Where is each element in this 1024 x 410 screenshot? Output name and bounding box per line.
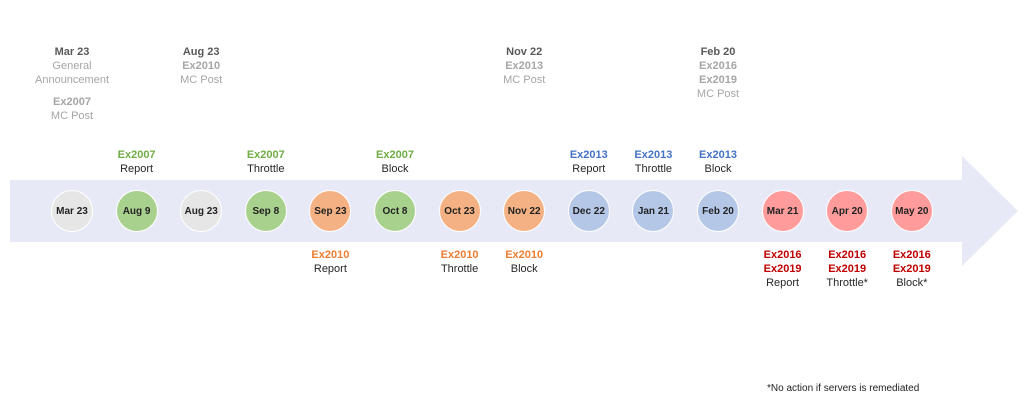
label-line: MC Post bbox=[50, 110, 94, 122]
label-line: Ex2007 bbox=[117, 149, 156, 161]
milestone-circle: Oct 23 bbox=[438, 190, 481, 232]
label-line: Report bbox=[766, 277, 800, 289]
label-line: Ex2007 bbox=[246, 149, 285, 161]
label-line: General bbox=[52, 60, 92, 72]
label-line: Announcement bbox=[35, 74, 109, 86]
label-line: Ex2010 bbox=[505, 249, 544, 261]
label-line: Throttle* bbox=[826, 277, 868, 289]
label-line: Ex2013 bbox=[569, 149, 608, 161]
label-line: Ex2019 bbox=[763, 263, 802, 275]
label-line: Nov 22 bbox=[506, 46, 543, 58]
label-line: Ex2013 bbox=[505, 60, 544, 72]
label-line: Report bbox=[313, 263, 347, 275]
label-line: Ex2016 bbox=[828, 249, 867, 261]
milestone-circle: May 20 bbox=[890, 190, 933, 232]
label-line: Report bbox=[120, 163, 154, 175]
label-line: Throttle bbox=[247, 163, 285, 175]
label-line: Feb 20 bbox=[700, 46, 736, 58]
milestone-circle: Feb 20 bbox=[697, 190, 739, 232]
label-line: Ex2010 bbox=[182, 60, 221, 72]
label-line: Ex2010 bbox=[311, 249, 350, 261]
milestone-circle: Aug 23 bbox=[180, 190, 223, 232]
milestone-circle: Nov 22 bbox=[503, 190, 546, 232]
label-line: Throttle bbox=[440, 263, 479, 275]
label-line: Ex2019 bbox=[699, 74, 737, 86]
label-line: Block bbox=[704, 163, 732, 175]
label-line: Ex2016 bbox=[699, 60, 737, 72]
label-line: Throttle bbox=[634, 163, 673, 175]
label-line: Ex2013 bbox=[699, 149, 737, 161]
label-line: Ex2013 bbox=[634, 149, 673, 161]
label-line: Ex2016 bbox=[892, 249, 931, 261]
label-line: Ex2007 bbox=[376, 149, 414, 161]
label-line: Ex2019 bbox=[892, 263, 931, 275]
label-line: MC Post bbox=[503, 74, 546, 86]
label-line: Report bbox=[572, 163, 606, 175]
label-line: Ex2007 bbox=[53, 96, 91, 108]
footnote: *No action if servers is remediated bbox=[767, 383, 920, 394]
label-line: Mar 23 bbox=[54, 46, 90, 58]
label-line: Aug 23 bbox=[182, 46, 220, 58]
label-line: Block bbox=[381, 163, 409, 175]
label-line: MC Post bbox=[180, 74, 223, 86]
milestone-circle: Mar 23 bbox=[51, 190, 93, 232]
milestone-circle: Aug 9 bbox=[115, 190, 158, 232]
announcement-note: Nov 22 Ex2013 MC Post bbox=[469, 45, 579, 87]
label-line: Ex2016 bbox=[763, 249, 802, 261]
milestone-circle: Dec 22 bbox=[567, 190, 610, 232]
milestone-circle: Jan 21 bbox=[632, 190, 675, 232]
milestone-circle: Sep 23 bbox=[309, 190, 352, 232]
milestone-circle: Mar 21 bbox=[761, 190, 804, 232]
label-line: Ex2010 bbox=[440, 249, 479, 261]
announcement-note: Aug 23 Ex2010 MC Post bbox=[146, 45, 256, 87]
spacer bbox=[17, 87, 127, 95]
milestone-circle: Apr 20 bbox=[826, 190, 869, 232]
label-line: MC Post bbox=[696, 88, 740, 100]
label-line: Ex2019 bbox=[828, 263, 867, 275]
milestone-circle: Oct 8 bbox=[374, 190, 416, 232]
label-line: Block* bbox=[896, 277, 928, 289]
label-line: Block bbox=[510, 263, 538, 275]
milestone-circle: Sep 8 bbox=[244, 190, 287, 232]
